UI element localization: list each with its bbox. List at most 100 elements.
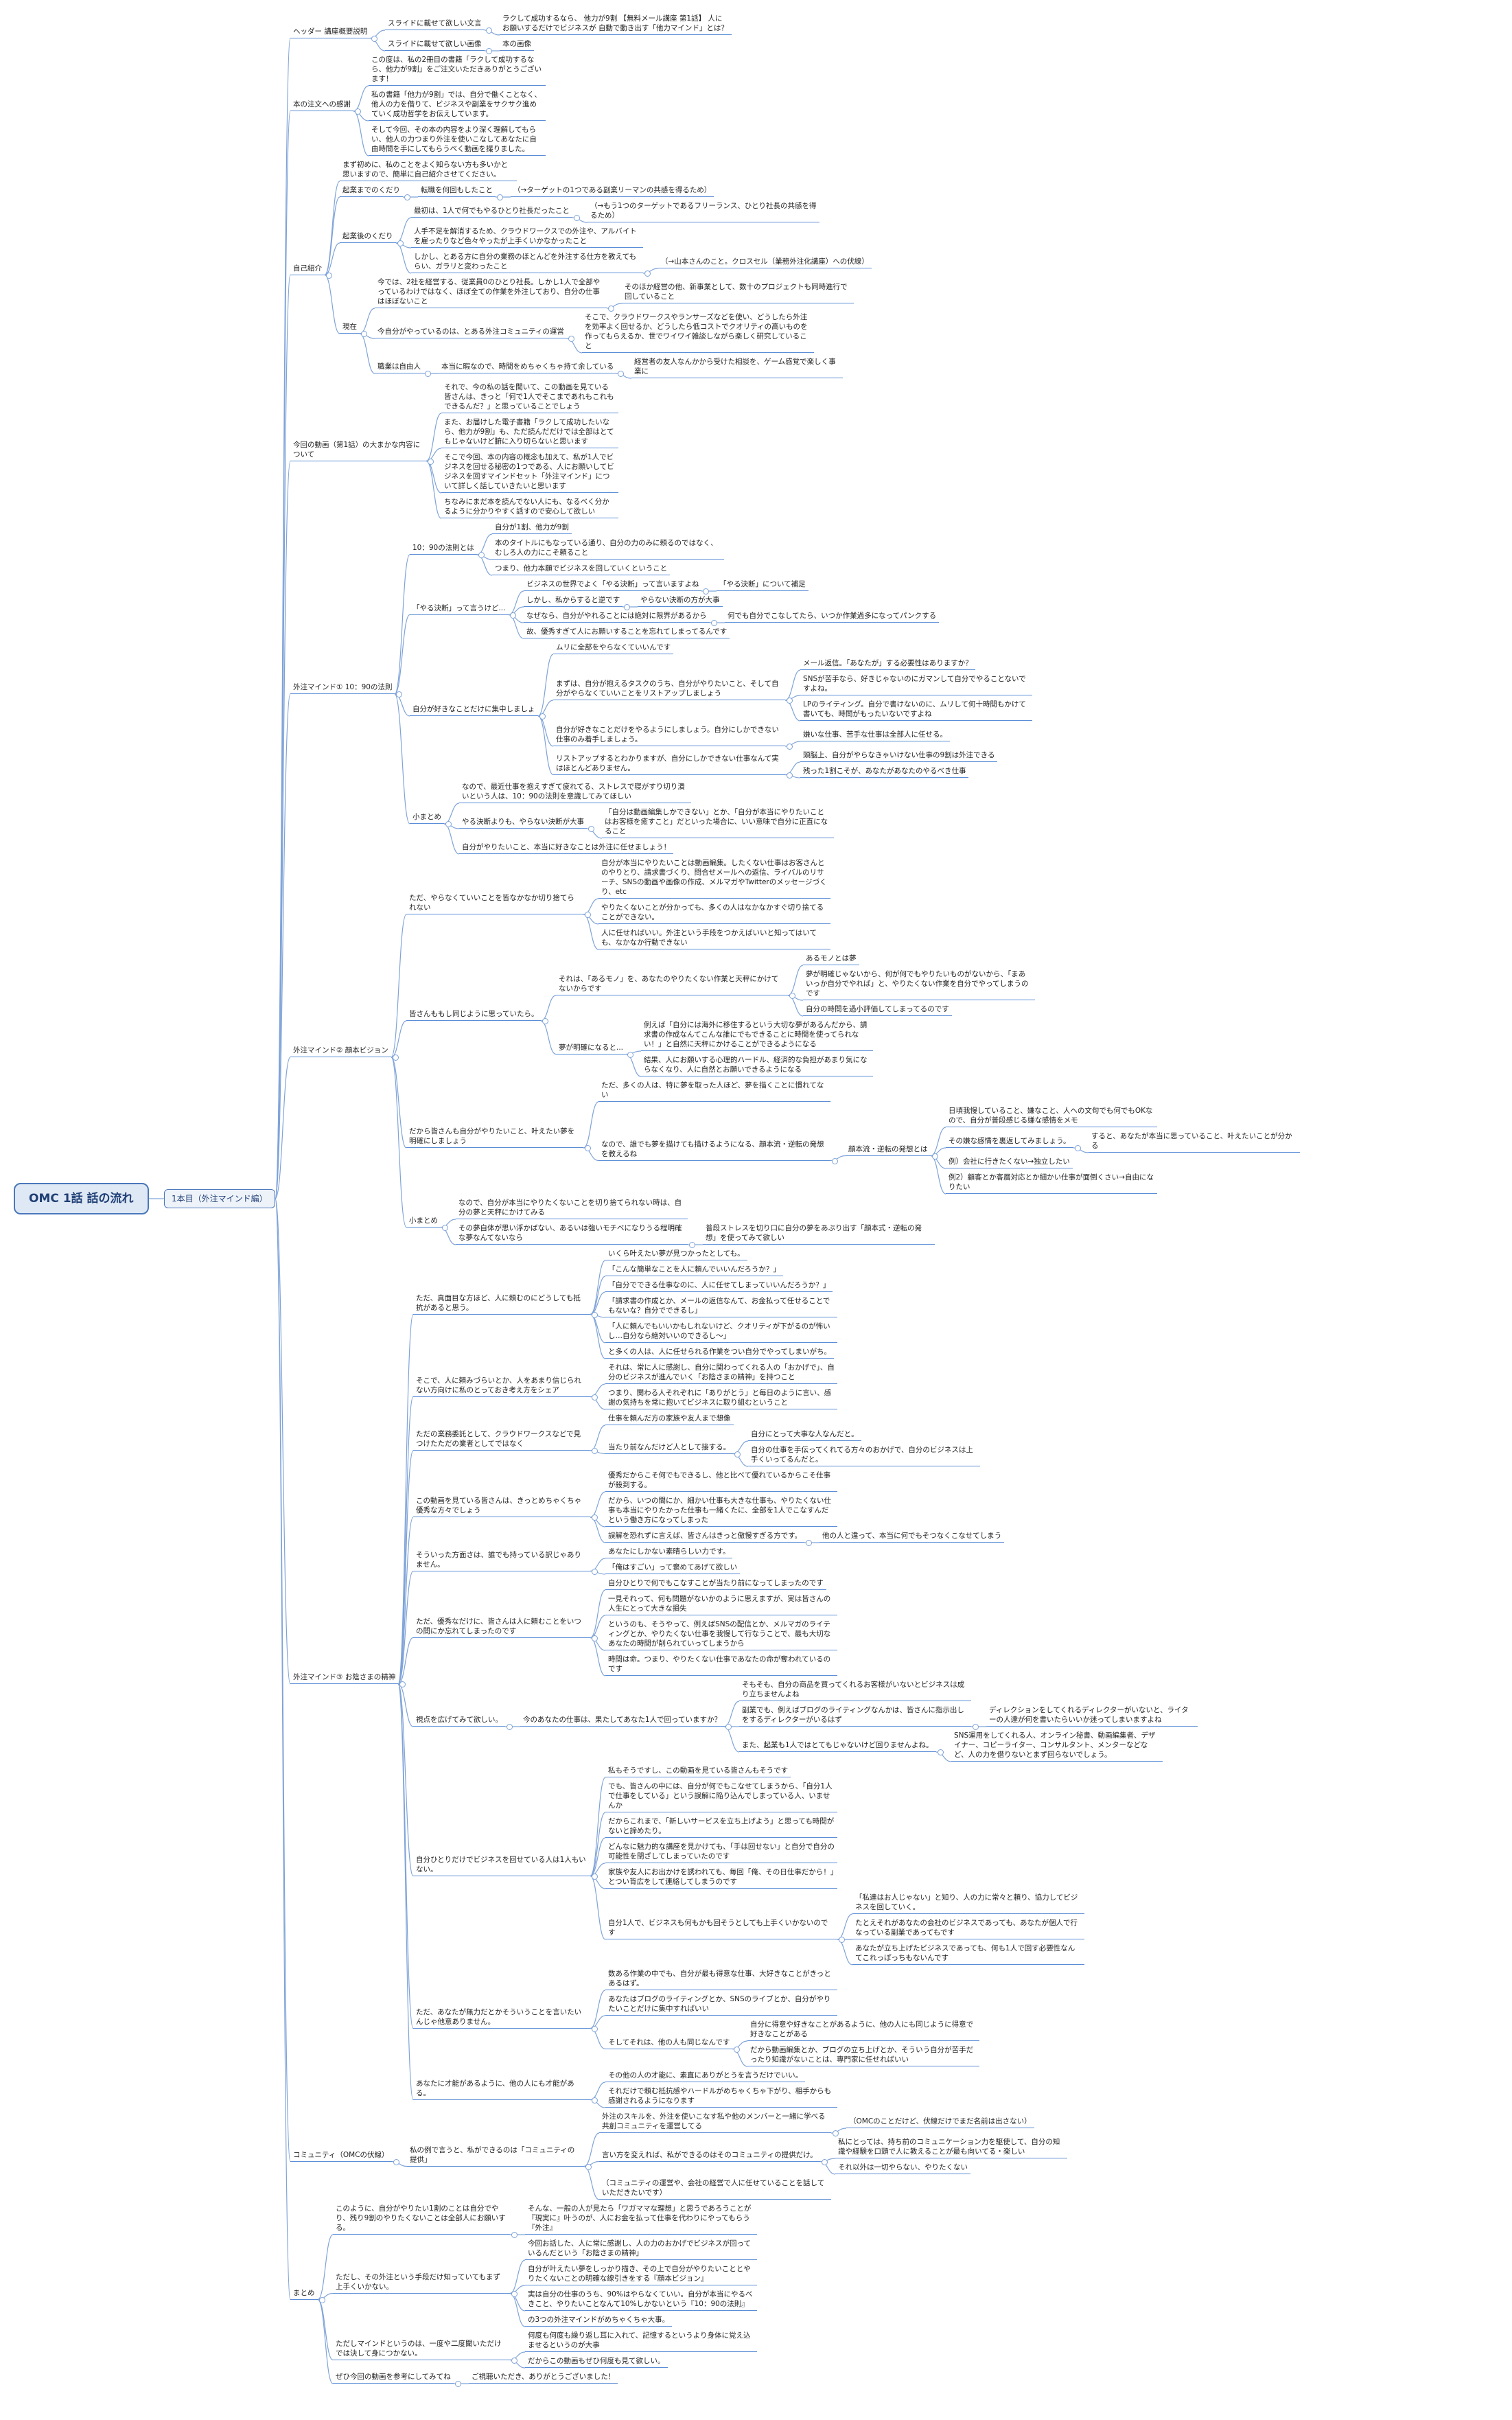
branch-toggle-icon[interactable] — [585, 1145, 591, 1151]
branch-toggle-icon[interactable] — [507, 1724, 513, 1730]
topic-node: 今回お話した、人に常に感謝し、人の力のおかげでビジネスが回っているんだという「お… — [525, 2239, 757, 2260]
branch-toggle-icon[interactable] — [404, 194, 410, 200]
branch-toggle-icon[interactable] — [588, 826, 594, 832]
branch-toggle-icon[interactable] — [511, 2232, 517, 2238]
branch-toggle-icon[interactable] — [442, 1224, 448, 1231]
connector-line — [395, 217, 412, 244]
topic-node: 言い方を変えれば、私ができるのはそのコミュニティの提供だけ。 — [599, 2150, 820, 2162]
topic-node: 家族や友人にお出かけを誘われても、毎回「俺、その日仕事だから！」とつい背広をして… — [605, 1867, 837, 1889]
branch-toggle-icon[interactable] — [585, 912, 591, 918]
branch-toggle-icon[interactable] — [445, 821, 452, 827]
branch-toggle-icon[interactable] — [932, 1153, 938, 1160]
branch-toggle-icon[interactable] — [787, 744, 793, 750]
branch-toggle-icon[interactable] — [627, 1051, 633, 1058]
branch-toggle-icon[interactable] — [326, 272, 332, 279]
branch-toggle-icon[interactable] — [592, 1394, 598, 1401]
topic-node: たとえそれがあなたの会社のビジネスであっても、あなたが個人で行なっている副業であ… — [852, 1918, 1084, 1939]
branch-toggle-icon[interactable] — [486, 27, 492, 34]
branch-toggle-icon[interactable] — [689, 1242, 695, 1248]
topic-node: なので、自分が本当にやりたくないことを切り捨てられない時は、自分の夢と天秤にかけ… — [456, 1198, 688, 1219]
branch-toggle-icon[interactable] — [511, 2290, 517, 2297]
branch-toggle-icon[interactable] — [574, 215, 580, 221]
branch-toggle-icon[interactable] — [618, 371, 624, 377]
branch-toggle-icon[interactable] — [511, 2357, 517, 2364]
topic-node: だからこれまで、「新しいサービスを立ち上げよう」と思っても時間がないと諦めたり。 — [605, 1817, 837, 1838]
branch-toggle-icon[interactable] — [787, 772, 793, 779]
topic-node: 今自分がやっているのは、とある外注コミュニティの運営 — [375, 327, 567, 338]
branch-toggle-icon[interactable] — [833, 2130, 839, 2136]
branch-toggle-icon[interactable] — [822, 2158, 828, 2165]
topic-node: 現在 — [340, 322, 360, 334]
branch-toggle-icon[interactable] — [393, 2158, 399, 2165]
branch-toggle-icon[interactable] — [355, 108, 361, 115]
branch-toggle-icon[interactable] — [711, 620, 717, 626]
connector-line — [275, 274, 291, 1199]
branch-toggle-icon[interactable] — [787, 698, 793, 704]
branch-toggle-icon[interactable] — [644, 270, 651, 277]
branch-toggle-icon[interactable] — [592, 1635, 598, 1641]
branch-toggle-icon[interactable] — [396, 691, 402, 698]
branch-toggle-icon[interactable] — [839, 1937, 845, 1943]
branch-toggle-icon[interactable] — [734, 2046, 740, 2053]
branch-toggle-icon[interactable] — [425, 371, 431, 377]
topic-node: 「人に頼んでもいいかもしれないけど、クオリティが下がるのが怖いし…自分なら絶対い… — [605, 1322, 837, 1343]
topic-node: それで、今の私の話を聞いて、この動画を見ている皆さんは、きっと「何で1人でそこま… — [441, 382, 618, 413]
topic-node: この動画を見ている皆さんは、きっとめちゃくちゃ優秀な方々でしょう — [413, 1496, 590, 1517]
topic-node: そのほか経営の他、新事業として、数十のプロジェクトも同時進行で回していること — [622, 282, 854, 303]
connector-line — [397, 1570, 414, 1685]
topic-node: 例）会社に行きたくない→独立したい — [946, 1157, 1073, 1168]
branch-toggle-icon[interactable] — [397, 240, 404, 246]
branch-toggle-icon[interactable] — [455, 2381, 461, 2387]
branch-toggle-icon[interactable] — [608, 306, 614, 312]
branch-toggle-icon[interactable] — [393, 1055, 399, 1061]
branch-toggle-icon[interactable] — [592, 1311, 598, 1318]
branch-toggle-icon[interactable] — [592, 1873, 598, 1880]
topic-node: まず初めに、私のことをよく知らない方も多いかと思いますので、簡単に自己紹介させて… — [340, 160, 517, 181]
branch-toggle-icon[interactable] — [938, 1749, 944, 1755]
topic-node: （コミュニティの運営や、会社の経営で人に任せていることを話していただきたいです） — [599, 2178, 831, 2200]
branch-toggle-icon[interactable] — [539, 713, 546, 719]
branch-toggle-icon[interactable] — [624, 604, 630, 610]
branch-toggle-icon[interactable] — [497, 194, 503, 200]
branch-toggle-icon[interactable] — [371, 35, 377, 42]
branch-toggle-icon[interactable] — [399, 1681, 406, 1687]
topic-node: （→山本さんのこと。クロスセル（業務外注化講座）への伏線） — [658, 257, 872, 268]
branch-toggle-icon[interactable] — [734, 1451, 741, 1457]
topic-node: やる決断よりも、やらない決断が大事 — [459, 817, 587, 829]
branch-toggle-icon[interactable] — [478, 552, 485, 558]
branch-toggle-icon[interactable] — [789, 993, 795, 999]
branch-toggle-icon[interactable] — [592, 1448, 598, 1454]
section-node: コミュニティ（OMCの伏線） — [290, 2150, 392, 2162]
branch-toggle-icon[interactable] — [592, 2025, 598, 2032]
topic-node: 「私達はお人じゃない」と知り、人の力に常々と頼り、協力してビジネスを回していく。 — [852, 1893, 1084, 1914]
branch-toggle-icon[interactable] — [585, 2163, 592, 2170]
branch-toggle-icon[interactable] — [510, 612, 516, 619]
branch-toggle-icon[interactable] — [973, 1724, 979, 1730]
branch-toggle-icon[interactable] — [486, 48, 492, 54]
branch-toggle-icon[interactable] — [361, 331, 367, 337]
branch-toggle-icon[interactable] — [806, 1540, 812, 1546]
connector-line — [590, 1260, 606, 1315]
branch-toggle-icon[interactable] — [725, 1724, 732, 1730]
branch-toggle-icon[interactable] — [592, 1568, 598, 1575]
branch-toggle-icon[interactable] — [428, 458, 434, 465]
branch-toggle-icon[interactable] — [592, 1514, 598, 1521]
branch-toggle-icon[interactable] — [319, 2296, 325, 2303]
branch-toggle-icon[interactable] — [592, 2097, 598, 2104]
connector-line — [426, 413, 442, 462]
connector-line — [583, 1101, 599, 1149]
topic-node: ラクして成功するなら、 他力が9割 【無料メール講座 第1話】 人にお願いするだ… — [500, 14, 732, 35]
branch-toggle-icon[interactable] — [703, 588, 709, 595]
branch-toggle-icon[interactable] — [1075, 1145, 1081, 1151]
topic-node: 起業後のくだり — [340, 231, 396, 243]
branch-toggle-icon[interactable] — [542, 1018, 548, 1024]
topic-node: 自分がやりたいこと、本当に好きなことは外注に任せましょう！ — [459, 842, 674, 854]
topic-node: 「やる決断」って言うけど... — [410, 603, 509, 615]
connector-line — [275, 460, 291, 1199]
topic-node: 誤解を恐れずに言えば、皆さんはきっと傲慢すぎる方です。 — [605, 1531, 805, 1543]
connector-line — [590, 1589, 606, 1639]
topic-node: スライドに載せて欲しい文言 — [385, 19, 485, 30]
connector-line — [537, 654, 554, 717]
branch-toggle-icon[interactable] — [568, 336, 574, 342]
branch-toggle-icon[interactable] — [832, 1157, 838, 1164]
